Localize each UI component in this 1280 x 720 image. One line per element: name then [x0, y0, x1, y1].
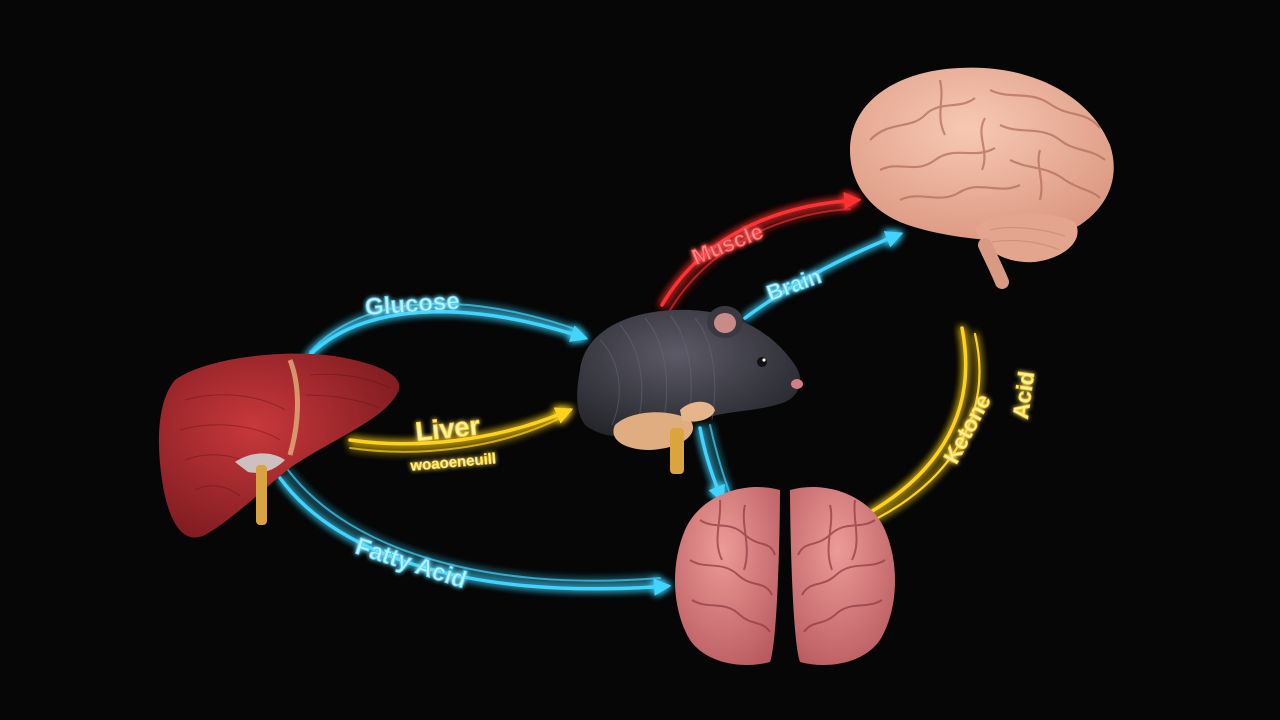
label-liver-sub: woaoeneuill	[409, 450, 497, 475]
arrow-brain	[743, 231, 904, 320]
arrow-mouse-down	[698, 426, 725, 504]
label-ketone: Ketone	[939, 390, 996, 468]
brain-side-icon	[850, 67, 1114, 289]
label-fatty-acid: Fatty Acid	[352, 533, 470, 594]
arrow-fatty-acid	[278, 476, 672, 596]
arrow-glucose	[303, 310, 589, 362]
label-ketone-acid: Acid	[1008, 370, 1039, 421]
arrow-liver	[348, 407, 574, 446]
arrow-ketone	[858, 326, 968, 520]
brain-top-icon	[674, 486, 896, 666]
arrow-muscle	[660, 192, 862, 307]
label-brain: Brain	[763, 263, 824, 306]
label-muscle: Muscle	[688, 218, 767, 269]
label-glucose: Glucose	[364, 288, 460, 322]
mouse-icon	[577, 306, 803, 474]
liver-icon	[158, 353, 400, 538]
arrows	[278, 192, 981, 596]
label-liver: Liver	[414, 410, 482, 447]
